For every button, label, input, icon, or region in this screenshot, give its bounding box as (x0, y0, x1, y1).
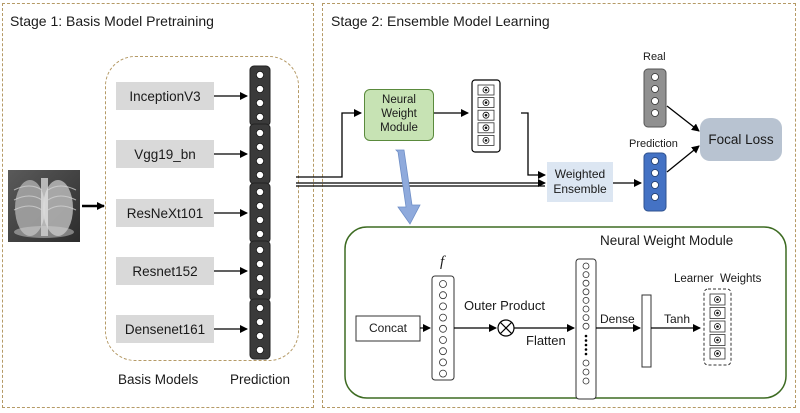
prediction-node (256, 318, 264, 326)
prediction-node (256, 260, 264, 268)
tanh-label: Tanh (664, 312, 691, 326)
flatten-ellipsis-dot (584, 352, 588, 356)
prediction-column-3 (249, 182, 271, 244)
focal-loss-box: Focal Loss (700, 118, 782, 161)
prediction-label-stage2: Prediction (629, 138, 678, 150)
learner-weights-label: Learner Weights (674, 273, 762, 285)
prediction-column-4 (249, 240, 271, 302)
model-resnet152: Resnet152 (116, 257, 214, 285)
prediction-node (256, 304, 264, 312)
real-column (643, 68, 667, 128)
prediction-node (256, 202, 264, 210)
prediction-column-5 (249, 298, 271, 360)
basis-models-label: Basis Models (118, 372, 199, 387)
flatten-ellipsis-dot (584, 343, 588, 347)
prediction-node (256, 157, 264, 165)
chest-xray-image (8, 170, 80, 242)
flatten-node (582, 368, 590, 376)
flatten-label: Flatten (526, 333, 566, 348)
prediction-column-1 (249, 65, 271, 127)
learner-weights-column (703, 288, 732, 366)
prediction-node (256, 188, 264, 196)
f-node (439, 280, 447, 288)
f-node (439, 324, 447, 333)
flatten-node (582, 262, 590, 270)
flatten-node (582, 322, 590, 330)
learner-weight-node-dot (716, 298, 719, 301)
prediction-column (643, 152, 667, 212)
prediction-node (256, 246, 264, 254)
nwm-detail-title: Neural Weight Module (600, 233, 734, 248)
stage1-title: Stage 1: Basis Model Pretraining (10, 13, 214, 29)
dense-label: Dense (600, 312, 635, 326)
f-node (439, 313, 447, 322)
prediction-node (256, 216, 264, 224)
weight-node-dot (484, 101, 488, 104)
f-vector-column (431, 275, 455, 381)
prediction-label-stage1: Prediction (230, 372, 291, 387)
learner-weight-node-dot (716, 311, 719, 315)
flatten-node (582, 296, 590, 304)
focal-loss-label: Focal Loss (708, 132, 774, 147)
flatten-node (582, 279, 590, 287)
prediction-node (256, 85, 264, 93)
flatten-column (575, 258, 597, 400)
prediction-node (256, 71, 264, 79)
flatten-node (582, 359, 590, 367)
f-node (439, 347, 447, 356)
f-node (439, 302, 447, 311)
model-vgg19-bn: Vgg19_bn (116, 140, 214, 168)
weight-node-dot (484, 126, 488, 130)
learner-weight-node-dot (716, 352, 719, 355)
learner-weight-node-dot (716, 338, 719, 342)
prediction-column-2 (249, 123, 271, 185)
basis-models-container (105, 56, 299, 361)
prediction-node (256, 332, 264, 340)
f-node (439, 358, 447, 367)
flatten-ellipsis-dot (584, 348, 588, 351)
weight-node-dot (484, 113, 488, 117)
stage2-panel (322, 3, 796, 408)
expand-arrow (395, 149, 421, 225)
model-resnext101: ResNeXt101 (116, 199, 214, 227)
neural-weight-module-box: Neural Weight Module (364, 89, 434, 141)
f-node (439, 291, 447, 300)
f-symbol: f (440, 254, 445, 270)
outer-product-label: Outer Product (464, 298, 545, 313)
stage2-title: Stage 2: Ensemble Model Learning (331, 13, 550, 29)
neural-weight-module-label: Neural Weight Module (380, 94, 418, 134)
prediction-node (256, 113, 264, 121)
prediction-node (256, 143, 264, 151)
flatten-node (582, 288, 590, 296)
prediction-node (256, 288, 264, 296)
flatten-ellipsis-dot (584, 334, 588, 338)
flatten-node (582, 314, 590, 322)
flatten-node (582, 271, 590, 279)
weighted-ensemble-box: Weighted Ensemble (547, 162, 613, 202)
flatten-node (582, 377, 590, 385)
weights-column (471, 79, 501, 153)
prediction-node (256, 171, 264, 179)
model-densenet161: Densenet161 (116, 315, 214, 343)
prediction-node (256, 230, 264, 238)
flatten-node (582, 305, 590, 313)
real-label: Real (643, 51, 666, 63)
weight-node-dot (484, 139, 488, 142)
prediction-node (256, 274, 264, 282)
f-node (439, 369, 447, 378)
stage1-panel (2, 3, 314, 408)
flatten-ellipsis-dot (584, 339, 588, 342)
prediction-node (256, 129, 264, 137)
f-node (439, 336, 447, 344)
prediction-node (256, 99, 264, 107)
prediction-node (256, 346, 264, 354)
weight-node-dot (484, 88, 488, 92)
learner-weight-node-dot (716, 325, 719, 328)
concat-label: Concat (368, 321, 408, 335)
model-inceptionv3: InceptionV3 (116, 82, 214, 110)
weighted-ensemble-label: Weighted Ensemble (553, 167, 607, 196)
outer-product-icon (497, 319, 515, 337)
